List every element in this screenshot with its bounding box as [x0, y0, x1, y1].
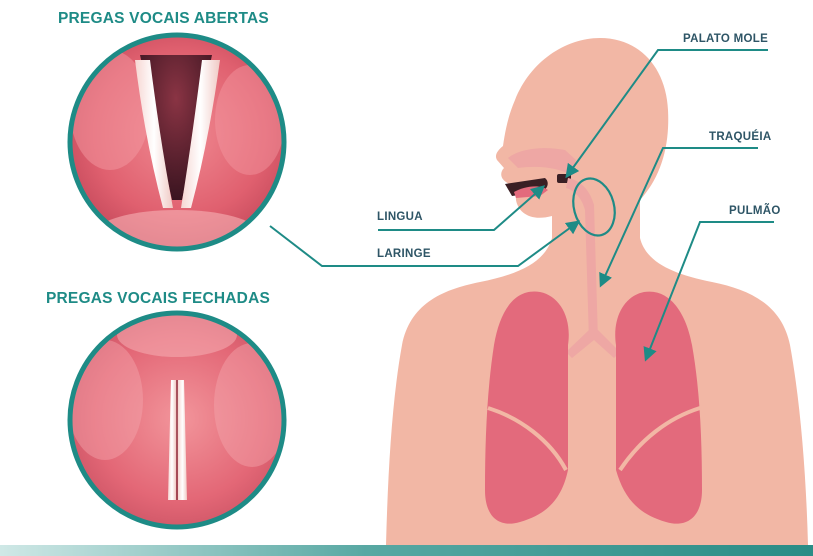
closed-folds-heading: PREGAS VOCAIS FECHADAS [46, 290, 270, 308]
open-folds-heading: PREGAS VOCAIS ABERTAS [58, 10, 269, 28]
footer-bar [0, 545, 813, 556]
label-lingua: LINGUA [377, 211, 423, 223]
label-pulmao: PULMÃO [729, 205, 781, 217]
human-body-silhouette [386, 38, 808, 545]
body-outline [386, 38, 808, 545]
open-vocal-folds-image [60, 30, 300, 260]
label-palato-mole: PALATO MOLE [683, 33, 768, 45]
closed-vocal-folds-image [60, 308, 300, 538]
label-traqueia: TRAQUÉIA [709, 131, 771, 143]
label-laringe: LARINGE [377, 248, 431, 260]
